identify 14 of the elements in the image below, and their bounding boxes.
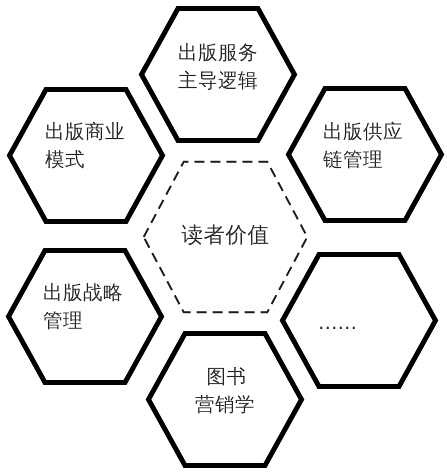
topic-label: 图书营销学 [195, 364, 255, 418]
topic-label: 出版商业模式 [45, 119, 126, 173]
dashed-hexagon [142, 160, 309, 314]
core-label: 读者价值 [180, 222, 270, 250]
hexagon [145, 330, 305, 469]
hexagon [6, 86, 166, 224]
hexagon [5, 247, 165, 386]
topic-label: 出版战略管理 [43, 280, 124, 334]
hexagon [279, 250, 439, 390]
topic-label: 出版供应链管理 [323, 119, 404, 173]
ellipsis-label: …… [318, 310, 358, 336]
hexagon [138, 5, 298, 144]
hexagon [285, 84, 445, 224]
topic-label: 出版服务主导逻辑 [178, 40, 259, 94]
